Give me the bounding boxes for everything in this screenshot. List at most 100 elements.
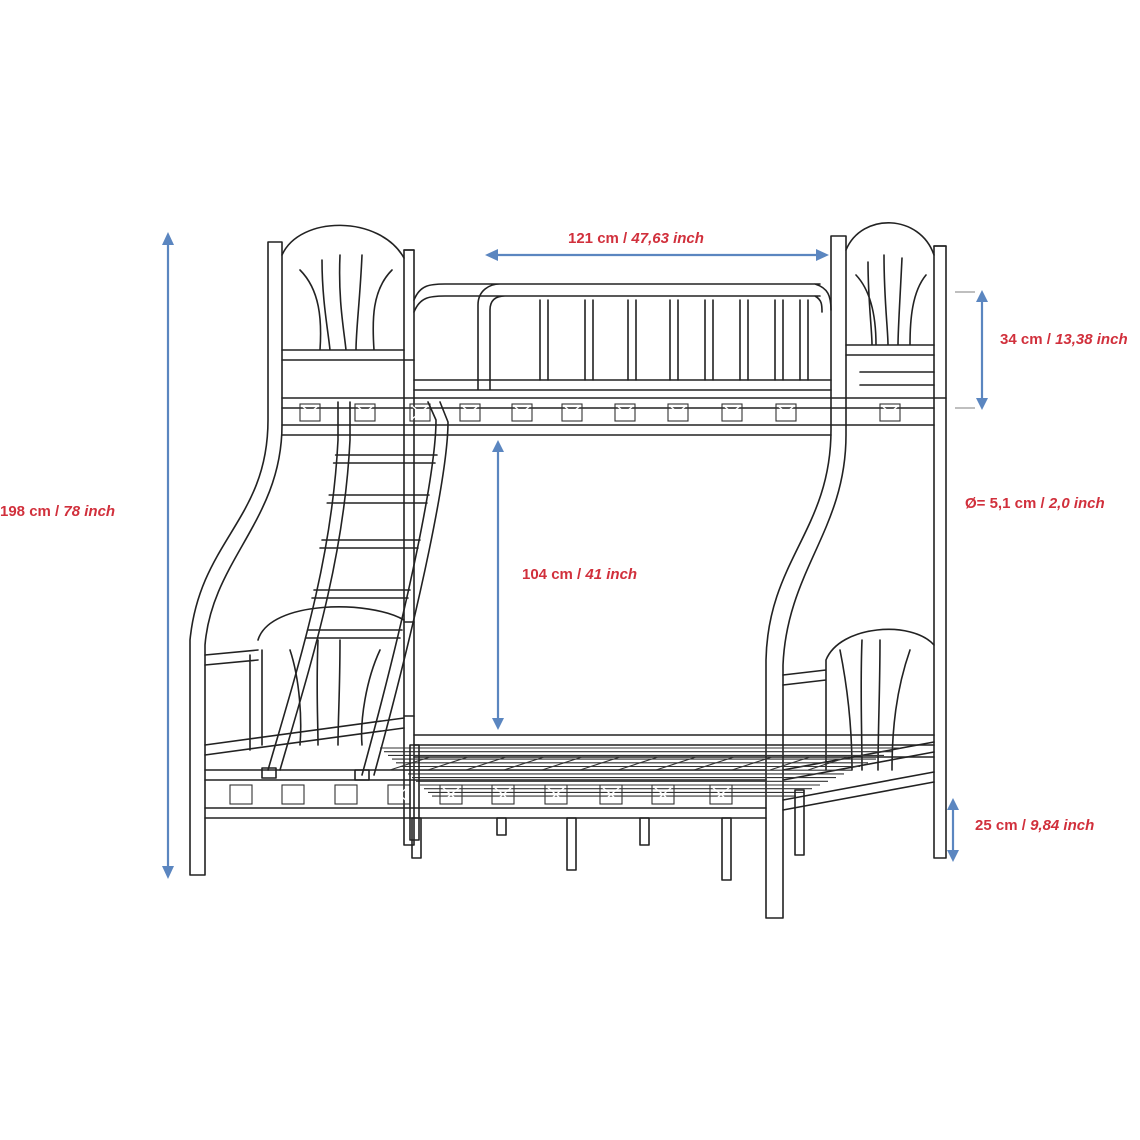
leg [721,817,732,881]
ladder [267,401,449,776]
leg [409,744,420,841]
inch-value: 47,63 inch [631,230,704,247]
ornament-cross [777,405,795,420]
cross-slat [541,756,583,771]
bunk-bed-frame [189,222,947,919]
upper-guard-rail [413,283,832,391]
inch-value: 9,84 inch [1030,817,1095,834]
cm-value: 25 cm [975,817,1018,834]
ornament-cross [723,405,741,420]
arrow-bunk-clearance [492,440,504,730]
ladder-rungs [304,454,438,639]
cross-slat [465,756,507,771]
ornament-cross [336,786,356,803]
guard-slat [799,299,809,381]
leg [794,789,805,856]
ornament [709,784,733,805]
label-tube-diameter: Ø= 5,1 cm / 2,0 inch [965,495,1105,513]
separator: / [618,230,632,247]
ornament [354,403,376,422]
ornament-cross [389,786,409,803]
upper-side-rail [281,397,935,436]
ornament [614,403,636,422]
leg [566,817,577,871]
separator: / [1036,495,1049,512]
inch-value: 2,0 inch [1048,495,1105,512]
guard-slat [704,299,714,381]
ornament-cross [711,786,731,803]
ladder-rung [326,494,430,504]
cross-slat [427,756,469,771]
arrow-guard-rail-height [955,290,988,410]
arrow-floor-clearance [947,798,959,862]
ornament-cross [493,786,513,803]
ornament-cross [441,786,461,803]
ornament [561,403,583,422]
ornament [879,403,901,422]
ornament [491,784,515,805]
support-legs [409,744,805,881]
cm-value: 34 cm [1000,331,1043,348]
label-total-height: 198 cm / 78 inch [0,503,115,521]
leg [639,817,650,846]
ornament-cross [881,405,899,420]
ornament [511,403,533,422]
ornament-cross [546,786,566,803]
cross-slat [655,756,697,771]
cm-value: Ø= 5,1 cm [965,495,1037,512]
ladder-rung [332,454,438,464]
lower-rail-ornaments [229,784,733,805]
ornament [721,403,743,422]
ornament [409,403,431,422]
arrow-top-width [485,249,829,261]
ornament [459,403,481,422]
label-floor-clearance: 25 cm / 9,84 inch [975,817,1094,835]
upper-left-headboard [281,224,405,361]
cross-slat [579,756,621,771]
ornament-cross [411,405,429,420]
cross-slat [693,756,735,771]
ornament-cross [653,786,673,803]
ornament-cross [616,405,634,420]
cross-slat [769,756,811,771]
guard-slat [539,299,549,381]
ladder-rung [319,539,421,549]
cross-slat [807,756,849,771]
mattress-slats [380,747,900,797]
label-top-width: 121 cm / 47,63 inch [568,230,704,248]
leg [411,817,422,859]
inch-value: 41 inch [585,566,638,583]
separator: / [1017,817,1031,834]
upper-rail-ornaments [299,403,901,422]
ornament-cross [669,405,687,420]
right-rear-post [933,245,947,859]
guard-slat [669,299,679,381]
cross-slat [731,756,773,771]
left-front-post [189,241,283,876]
guard-slat [739,299,749,381]
ornament [775,403,797,422]
cross-slat [503,756,545,771]
lower-rear-rail [413,734,935,758]
ornament [229,784,253,805]
label-guard-rail-height: 34 cm / 13,38 inch [1000,331,1128,349]
guard-rail-slats [539,299,809,381]
lower-left-headboard [204,606,415,756]
guard-slat [627,299,637,381]
ladder-rung [311,589,411,599]
ornament-cross [301,405,319,420]
ornament [544,784,568,805]
right-front-post [765,235,847,919]
ornament-cross [563,405,581,420]
guard-slat [584,299,594,381]
cm-value: 104 cm [522,566,573,583]
cross-slat [617,756,659,771]
upper-post-caps [403,245,947,399]
ornament-cross [283,786,303,803]
ornament [439,784,463,805]
cm-value: 198 cm [0,503,51,520]
ornament [599,784,623,805]
cm-value: 121 cm [568,230,619,247]
